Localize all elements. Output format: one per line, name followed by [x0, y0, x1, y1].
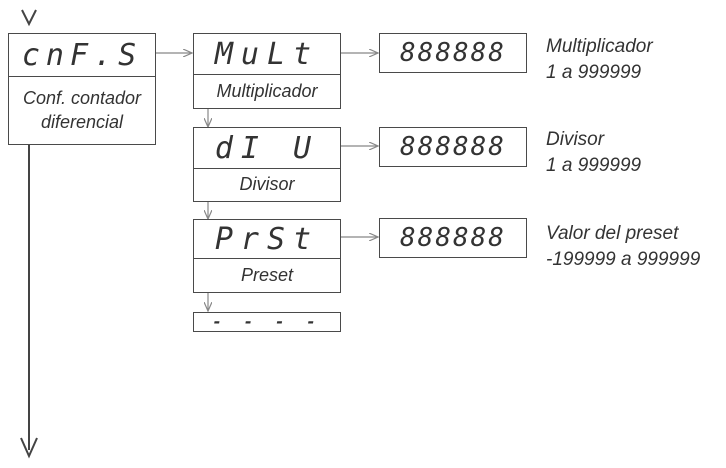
menu-end-display: - - - -	[212, 313, 322, 330]
divisor-param-box[interactable]: dI U Divisor	[193, 127, 341, 202]
preset-param-box[interactable]: PrSt Preset	[193, 219, 341, 293]
config-menu-box[interactable]: cnF.S Conf. contador diferencial	[8, 33, 156, 145]
multiplier-param-label: Multiplicador	[194, 74, 340, 108]
multiplier-param-box[interactable]: MuLt Multiplicador	[193, 33, 341, 109]
preset-description: Valor del preset -199999 a 999999	[546, 221, 700, 273]
entry-arrow	[21, 9, 37, 27]
menu-end-box[interactable]: - - - -	[193, 312, 341, 332]
preset-description-title: Valor del preset	[546, 223, 679, 244]
divisor-description-title: Divisor	[546, 129, 605, 150]
config-menu-label-line2: diferencial	[40, 111, 124, 132]
divisor-param-label: Divisor	[194, 168, 340, 201]
divisor-value-display[interactable]: 888888	[379, 127, 527, 167]
exit-arrow	[20, 437, 38, 459]
preset-param-display: PrSt	[214, 221, 320, 257]
preset-value-display[interactable]: 888888	[379, 218, 527, 258]
config-menu-label-line1: Conf. contador	[22, 88, 142, 109]
config-menu-label: Conf. contador diferencial	[9, 76, 155, 144]
multiplier-description: Multiplicador 1 a 999999	[546, 34, 653, 86]
config-menu-display: cnF.S	[21, 37, 143, 73]
divisor-description-range: 1 a 999999	[546, 155, 642, 176]
multiplier-description-range: 1 a 999999	[546, 62, 642, 83]
preset-description-range: -199999 a 999999	[546, 249, 701, 270]
divisor-description: Divisor 1 a 999999	[546, 127, 641, 179]
multiplier-value-display[interactable]: 888888	[379, 33, 527, 73]
divisor-param-display: dI U	[214, 130, 320, 166]
preset-param-label: Preset	[194, 258, 340, 292]
multiplier-description-title: Multiplicador	[546, 36, 653, 57]
multiplier-param-display: MuLt	[214, 36, 320, 72]
